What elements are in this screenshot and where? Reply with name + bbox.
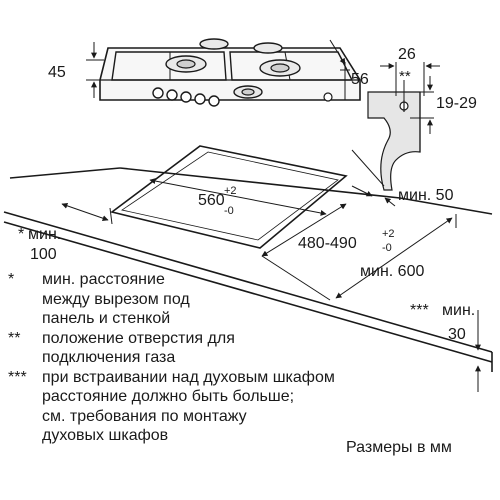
burner-cap-icon [176, 59, 196, 69]
dim-min-rear: мин. 50 [398, 187, 454, 204]
dim-cut-depth: 480-490 [298, 235, 357, 252]
grate-right [229, 51, 354, 81]
footnote-mark: *** [8, 368, 27, 386]
footnote-line: между вырезом под [42, 290, 190, 308]
dim-side-height: 56 [351, 71, 369, 88]
knob-icon [152, 87, 164, 99]
footnote-line: панель и стенкой [42, 310, 171, 327]
knob-icon [323, 92, 333, 102]
dim-side-range: 19-29 [436, 95, 477, 112]
side-range-dimension [410, 76, 434, 134]
dim-top-asterisks: ** [399, 68, 411, 85]
side-profile-detail [367, 91, 421, 191]
min-front-dimension [261, 214, 457, 301]
knob-icon [208, 95, 220, 107]
dim-cut-depth-tol-plus: +2 [382, 228, 395, 240]
footnote-line: расстояние должно быть больше; [42, 388, 295, 405]
footnotes: * мин. расстояние между вырезом под пане… [8, 270, 388, 446]
burner-cap-icon [270, 63, 290, 73]
dim-min-right-label: мин. [442, 302, 475, 319]
footnote-line: при встраивании над духовым шкафом [42, 368, 335, 386]
dim-cut-depth-tol-minus: -0 [382, 242, 392, 254]
hob-illustration [99, 38, 361, 107]
footnote-line: духовых шкафов [42, 427, 169, 444]
footnote-line: см. требования по монтажу [42, 407, 247, 425]
units-label: Размеры в мм [346, 439, 452, 456]
footnote-line: положение отверстия для [42, 329, 235, 347]
dim-min-left-value: 100 [30, 246, 57, 263]
hob-height-dimension [86, 42, 104, 98]
burner-icon [253, 42, 283, 54]
top-depth-dimension [380, 62, 440, 100]
dim-min-right-stars: *** [410, 302, 429, 319]
footnote-mark: * [8, 271, 15, 288]
min-rear-dimension [351, 149, 396, 207]
footnote-2: ** положение отверстия для подключения г… [8, 329, 388, 368]
dim-cut-width: 560 [198, 192, 225, 209]
knob-icon [166, 89, 178, 101]
footnote-3: *** при встраивании над духовым шкафом р… [8, 368, 388, 446]
dim-min-right-value: 30 [448, 326, 466, 343]
cutout [110, 145, 348, 257]
burner-cap-icon [241, 88, 255, 96]
dim-min-front: мин. 600 [360, 263, 424, 280]
dim-min-left-label: мин. [28, 226, 61, 243]
footnote-line: мин. расстояние [42, 271, 165, 288]
footnote-1: * мин. расстояние между вырезом под пане… [8, 270, 388, 329]
burner-icon [199, 38, 229, 50]
dim-min-left-star: * [18, 226, 24, 243]
dim-top-depth: 26 [398, 46, 416, 63]
footnote-line: подключения газа [42, 349, 176, 366]
dim-hob-height: 45 [48, 64, 66, 81]
footnote-mark: ** [8, 329, 21, 347]
knob-icon [194, 93, 206, 105]
min-left-dimension [61, 202, 113, 225]
hob-depth-dimension [329, 39, 350, 100]
dim-cut-width-tol-plus: +2 [224, 185, 237, 197]
knob-icon [180, 91, 192, 103]
worktop [3, 167, 493, 372]
grate-left [111, 51, 227, 81]
dim-cut-width-tol-minus: -0 [224, 205, 234, 217]
